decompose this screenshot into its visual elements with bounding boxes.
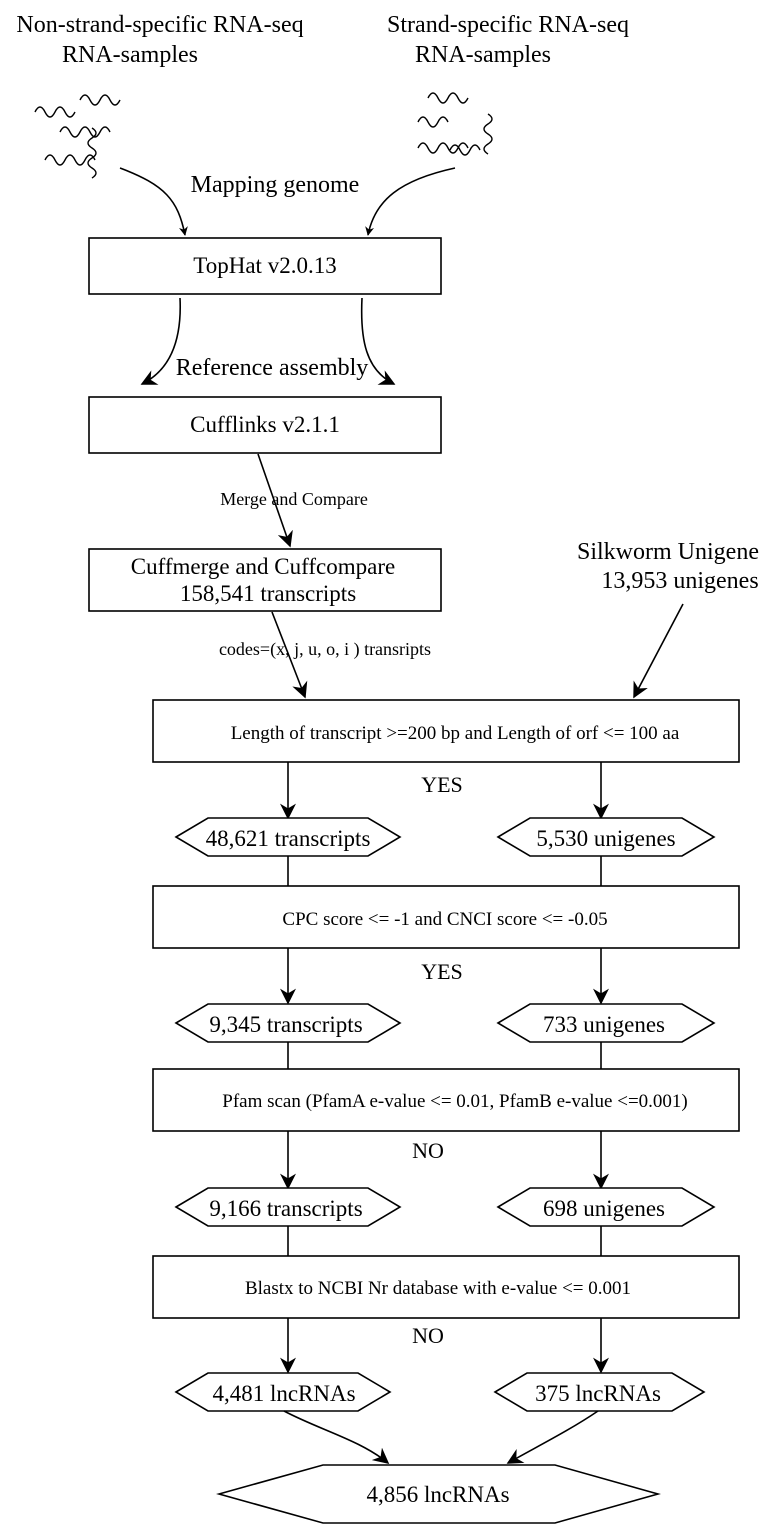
right-result-1: 5,530 unigenes <box>536 826 675 851</box>
right-result-1-hexagon <box>496 817 716 857</box>
pfam-filter-label: Pfam scan (PfamA e-value <= 0.01, PfamB … <box>222 1091 688 1112</box>
cuffmerge-count: 158,541 transcripts <box>180 581 356 606</box>
cufflinks-label: Cufflinks v2.1.1 <box>190 412 340 437</box>
unigene-source-count: 13,953 unigenes <box>601 568 758 594</box>
right-source-subtitle: RNA-samples <box>415 42 551 68</box>
reference-assembly-label: Reference assembly <box>176 355 369 381</box>
cuffmerge-box <box>88 548 442 612</box>
left-result-3: 9,166 transcripts <box>209 1196 362 1221</box>
pfam-filter-box <box>152 1068 740 1132</box>
left-assembly-arrow <box>140 297 181 385</box>
codes-label: codes=(x, j, u, o, i ) transripts <box>219 639 431 660</box>
left-result-4-hexagon <box>174 1372 392 1412</box>
left-result-2: 9,345 transcripts <box>209 1012 362 1037</box>
blastx-decision: NO <box>412 1323 444 1348</box>
left-result-1-hexagon <box>174 817 402 857</box>
cufflinks-box <box>88 396 442 454</box>
left-result-1: 48,621 transcripts <box>206 826 371 851</box>
pfam-decision: NO <box>412 1138 444 1163</box>
right-result-4-hexagon <box>493 1372 706 1412</box>
merge-arrow <box>257 453 293 548</box>
final-result: 4,856 lncRNAs <box>366 1482 509 1507</box>
left-source-subtitle: RNA-samples <box>62 42 198 68</box>
unigene-arrow <box>633 603 684 699</box>
right-final-arrow <box>506 1410 599 1464</box>
right-source-title: Strand-specific RNA-seq <box>387 12 629 38</box>
right-mapping-arrow <box>365 167 456 236</box>
left-mapping-arrow <box>119 167 188 236</box>
right-result-4: 375 lncRNAs <box>535 1381 661 1406</box>
unigene-source-title: Silkworm Unigene <box>577 539 759 565</box>
cpc-filter-label: CPC score <= -1 and CNCI score <= -0.05 <box>282 909 607 930</box>
final-result-hexagon <box>216 1464 661 1524</box>
blastx-filter-box <box>152 1255 740 1319</box>
right-result-3: 698 unigenes <box>543 1196 665 1221</box>
left-result-4: 4,481 lncRNAs <box>212 1381 355 1406</box>
cuffmerge-label: Cuffmerge and Cuffcompare <box>131 554 395 579</box>
length-filter-label: Length of transcript >=200 bp and Length… <box>231 723 680 744</box>
tophat-label: TopHat v2.0.13 <box>193 253 336 278</box>
right-rna-reads-icon <box>417 92 493 156</box>
right-result-2: 733 unigenes <box>543 1012 665 1037</box>
cpc-filter-box <box>152 885 740 949</box>
left-result-3-hexagon <box>174 1187 402 1227</box>
codes-arrow <box>271 611 308 699</box>
length-filter-box <box>152 699 740 763</box>
mapping-genome-label: Mapping genome <box>191 172 360 198</box>
right-result-3-hexagon <box>496 1187 716 1227</box>
left-final-arrow <box>283 1410 390 1465</box>
right-assembly-arrow <box>360 297 396 385</box>
blastx-filter-label: Blastx to NCBI Nr database with e-value … <box>245 1278 631 1299</box>
length-decision: YES <box>421 772 463 797</box>
left-rna-reads-icon <box>34 94 121 179</box>
right-result-2-hexagon <box>496 1003 716 1043</box>
left-result-2-hexagon <box>174 1003 402 1043</box>
merge-compare-label: Merge and Compare <box>220 489 368 509</box>
tophat-box <box>88 237 442 295</box>
cpc-decision: YES <box>421 959 463 984</box>
left-source-title: Non-strand-specific RNA-seq <box>16 12 303 38</box>
